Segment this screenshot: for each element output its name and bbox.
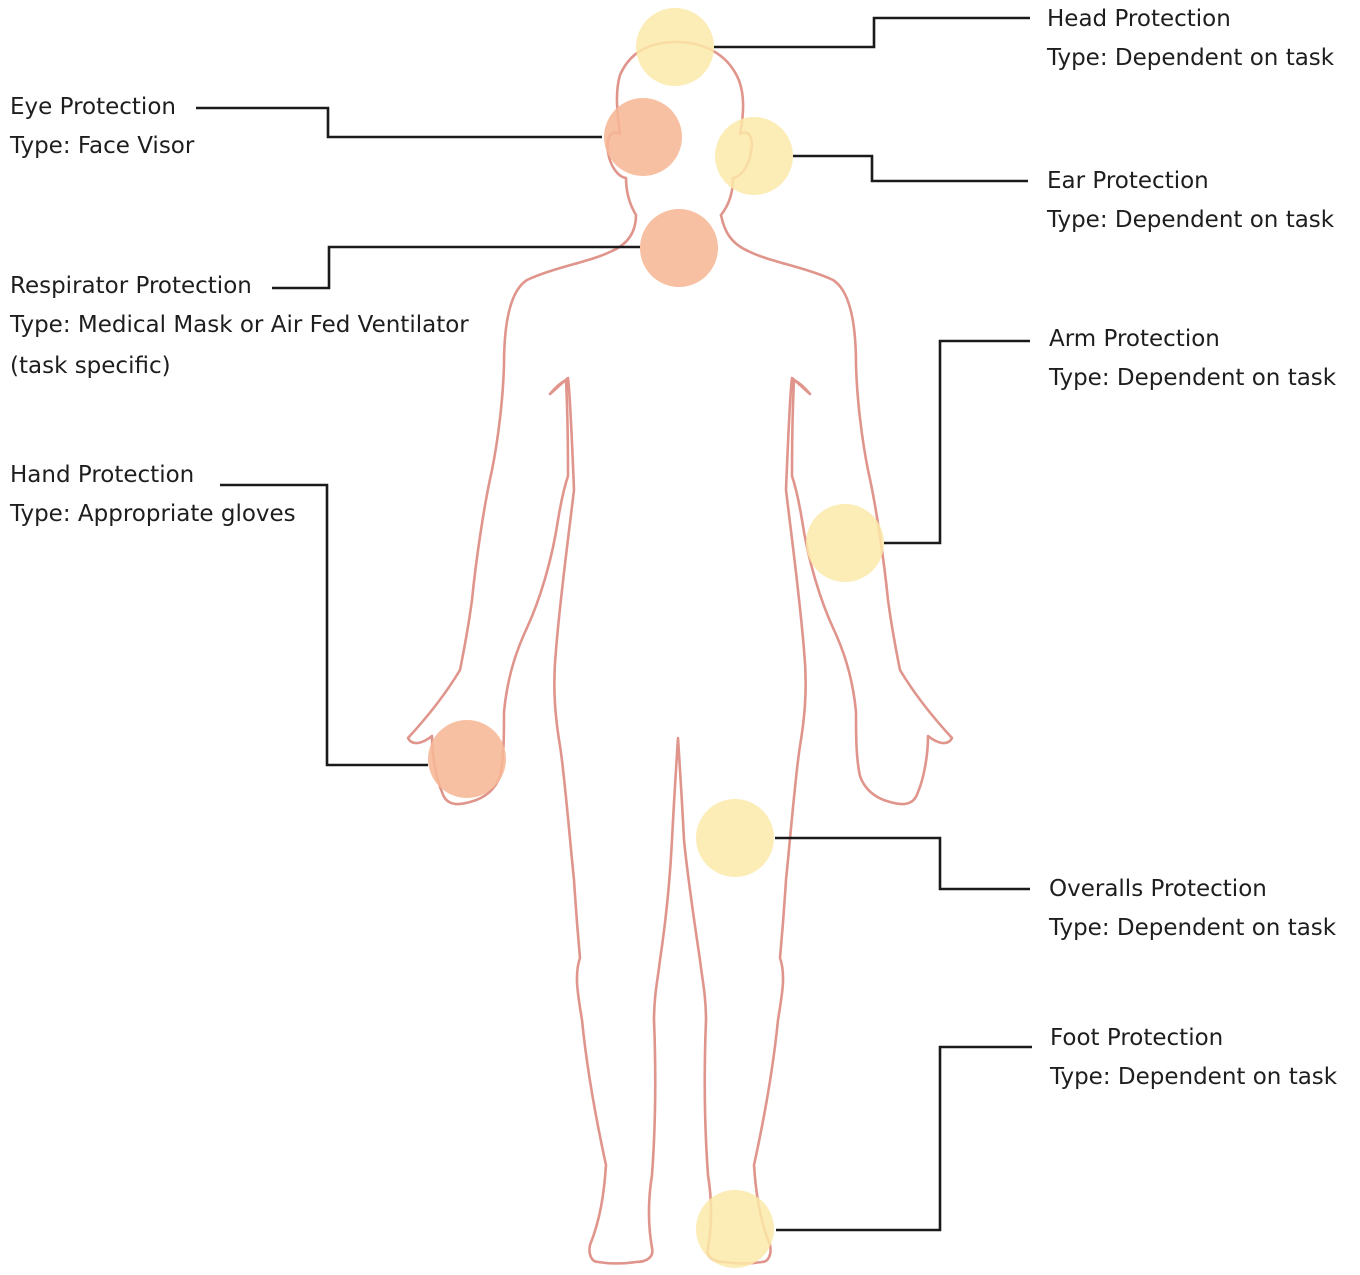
hand-marker bbox=[428, 720, 506, 798]
label-ear-protection: Ear Protection Type: Dependent on task bbox=[1047, 162, 1334, 240]
label-foot-protection: Foot Protection Type: Dependent on task bbox=[1050, 1019, 1337, 1097]
ear-protection-type: Type: Dependent on task bbox=[1047, 201, 1334, 240]
overalls-marker bbox=[696, 799, 774, 877]
label-respirator-protection: Respirator Protection Type: Medical Mask… bbox=[10, 267, 469, 386]
leader-overalls bbox=[775, 838, 1030, 889]
label-eye-protection: Eye Protection Type: Face Visor bbox=[10, 88, 194, 166]
label-arm-protection: Arm Protection Type: Dependent on task bbox=[1049, 320, 1336, 398]
leader-head bbox=[714, 18, 1030, 47]
respirator-protection-type: Type: Medical Mask or Air Fed Ventilator bbox=[10, 306, 469, 345]
eye-protection-title: Eye Protection bbox=[10, 88, 194, 127]
leader-lines bbox=[196, 18, 1032, 1230]
leader-ear bbox=[793, 156, 1028, 181]
foot-protection-title: Foot Protection bbox=[1050, 1019, 1337, 1058]
hand-protection-title: Hand Protection bbox=[10, 456, 296, 495]
foot-protection-type: Type: Dependent on task bbox=[1050, 1058, 1337, 1097]
overalls-protection-type: Type: Dependent on task bbox=[1049, 909, 1336, 948]
label-hand-protection: Hand Protection Type: Appropriate gloves bbox=[10, 456, 296, 534]
respirator-protection-note: (task specific) bbox=[10, 347, 469, 386]
respirator-protection-title: Respirator Protection bbox=[10, 267, 469, 306]
eye-marker bbox=[604, 98, 682, 176]
foot-marker bbox=[696, 1190, 774, 1268]
head-protection-title: Head Protection bbox=[1047, 0, 1334, 39]
hand-protection-type: Type: Appropriate gloves bbox=[10, 495, 296, 534]
leader-eye bbox=[196, 108, 602, 137]
ear-marker bbox=[715, 117, 793, 195]
leader-foot bbox=[776, 1047, 1032, 1230]
head-protection-type: Type: Dependent on task bbox=[1047, 39, 1334, 78]
label-head-protection: Head Protection Type: Dependent on task bbox=[1047, 0, 1334, 78]
eye-protection-type: Type: Face Visor bbox=[10, 127, 194, 166]
overalls-protection-title: Overalls Protection bbox=[1049, 870, 1336, 909]
leader-arm bbox=[884, 341, 1030, 543]
arm-protection-type: Type: Dependent on task bbox=[1049, 359, 1336, 398]
respirator-marker bbox=[640, 209, 718, 287]
ear-protection-title: Ear Protection bbox=[1047, 162, 1334, 201]
arm-protection-title: Arm Protection bbox=[1049, 320, 1336, 359]
arm-marker bbox=[806, 504, 884, 582]
label-overalls-protection: Overalls Protection Type: Dependent on t… bbox=[1049, 870, 1336, 948]
head-marker bbox=[636, 8, 714, 86]
